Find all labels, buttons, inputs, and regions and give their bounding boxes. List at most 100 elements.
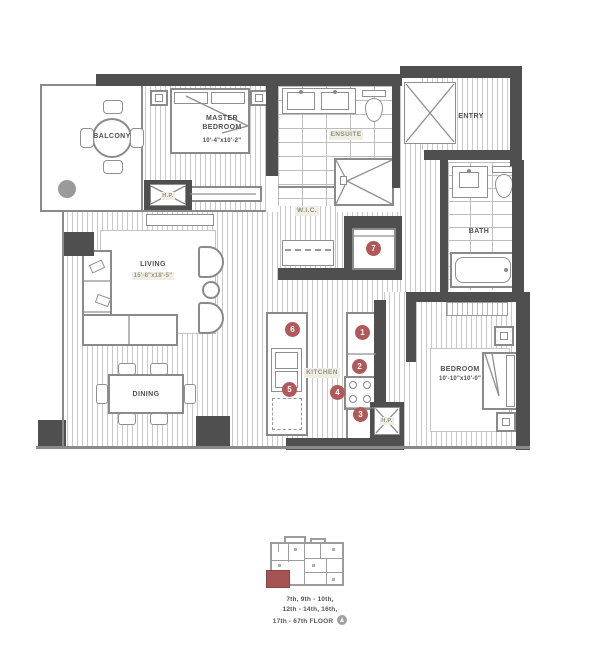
armchair xyxy=(198,302,224,334)
room-label-text: ENSUITE xyxy=(328,130,364,140)
room-dims-bedroom: 10'-10"x10'-0" xyxy=(419,376,501,382)
room-label-kitchen: KITCHEN xyxy=(286,368,358,378)
keyplan-unit-dot xyxy=(312,564,315,567)
wall-bottom-thin xyxy=(36,446,530,449)
bedroom-lamp xyxy=(502,418,510,426)
tv-console xyxy=(146,214,214,226)
floor-availability-line: 7th, 9th - 10th, xyxy=(286,596,334,603)
keyplan-wall xyxy=(304,558,344,559)
dining-chair xyxy=(184,384,196,404)
master-pillow xyxy=(211,92,245,104)
burner xyxy=(363,381,371,389)
wall-ensuite-corridor xyxy=(392,86,400,188)
shower-drain xyxy=(340,176,347,185)
room-label-text: BATH xyxy=(468,228,490,235)
hp-label-text: H.P. xyxy=(161,192,175,200)
floor-availability: 7th, 9th - 10th, 12th - 14th, 16th, 17th… xyxy=(238,595,382,627)
ensuite-sink xyxy=(321,92,349,110)
burner xyxy=(349,381,357,389)
room-label-bedroom: BEDROOM xyxy=(425,365,495,374)
wall-left-window xyxy=(62,212,64,448)
wall-top xyxy=(96,74,402,86)
master-lamp xyxy=(255,94,263,102)
room-label-text: KITCHEN xyxy=(304,368,340,378)
faucet-dot xyxy=(299,90,303,94)
master-pillow xyxy=(174,92,208,104)
keyplan-unit-dot xyxy=(332,578,335,581)
wall-bedroom-left xyxy=(406,292,416,362)
bedroom-closet-shelf xyxy=(446,302,508,316)
wall-master-ensuite xyxy=(266,86,278,176)
keyplan-unit-dot xyxy=(294,548,297,551)
room-label-living: LIVING xyxy=(118,260,188,269)
wall-entry-bath-sep xyxy=(424,150,522,160)
room-label-text: LIVING xyxy=(140,261,166,268)
keyplan-wall xyxy=(320,542,321,558)
room-label-entry: ENTRY xyxy=(436,112,506,121)
kitchen-sink-basin xyxy=(275,352,298,369)
burner xyxy=(349,395,357,403)
appliance-marker-1: 1 xyxy=(355,325,370,340)
wall-master-living-sep xyxy=(64,210,266,212)
room-dims-text: 10'-4"x10'-2" xyxy=(202,138,242,144)
appliance-marker-4: 4 xyxy=(330,385,345,400)
floor-availability-line: 12th - 14th, 16th, xyxy=(282,606,338,613)
keyplan-wall xyxy=(326,558,327,586)
dining-chair xyxy=(96,384,108,404)
room-dims-text: 10'-10"x10'-0" xyxy=(438,376,482,382)
balcony-chair xyxy=(103,100,123,114)
ensuite-toilet-bowl xyxy=(365,98,383,122)
tub-faucet-dot xyxy=(504,268,508,272)
keyplan-unit-dot xyxy=(332,548,335,551)
keyplan-outline xyxy=(270,542,344,586)
faucet-dot xyxy=(333,90,337,94)
hp1-label: H.P. xyxy=(150,191,186,200)
wall-right-upper xyxy=(510,66,522,166)
wall-kitchen-right xyxy=(374,300,386,404)
wall-bath-left xyxy=(440,160,448,292)
room-label-master-bedroom: MASTER BEDROOM xyxy=(192,114,252,132)
wall-right-bath xyxy=(512,160,524,292)
keyplan-highlighted-unit xyxy=(266,570,290,588)
room-label-text: DINING xyxy=(132,391,160,398)
room-label-ensuite: ENSUITE xyxy=(306,130,386,140)
appliance-marker-6: 6 xyxy=(285,322,300,337)
keyplan-tab xyxy=(310,538,326,544)
keyplan-wall xyxy=(270,560,304,561)
dining-chair xyxy=(150,363,168,375)
room-label-text: W.I.C. xyxy=(294,206,320,216)
balcony-planter xyxy=(58,180,76,198)
balcony-chair xyxy=(130,128,144,148)
room-dims-text: 15'-8"x18'-5" xyxy=(131,272,175,280)
bath-vanity xyxy=(452,166,488,198)
room-label-dining: DINING xyxy=(111,390,181,399)
burner xyxy=(363,395,371,403)
wic-closet-rod xyxy=(285,249,331,251)
keyplan-wall xyxy=(304,542,305,586)
dining-chair xyxy=(150,413,168,425)
keyplan-wall xyxy=(304,572,344,573)
balcony-chair xyxy=(80,128,94,148)
balcony-chair xyxy=(103,160,123,174)
appliance-marker-5: 5 xyxy=(282,382,297,397)
room-label-bath: BATH xyxy=(444,227,514,236)
room-label-balcony: BALCONY xyxy=(77,132,147,141)
bath-sink xyxy=(459,172,479,188)
room-label-text: ENTRY xyxy=(458,113,484,120)
bathtub-inner xyxy=(455,257,511,283)
key-plan xyxy=(264,534,356,592)
floor-availability-text: 17th - 67th FLOOR xyxy=(272,618,334,625)
dining-chair xyxy=(118,363,136,375)
master-lamp xyxy=(155,94,163,102)
sofa-section-horizontal xyxy=(82,314,178,346)
column-bottom-left xyxy=(38,420,66,448)
hp-label-text: H.P. xyxy=(380,417,394,425)
room-dims-living: 15'-8"x18'-5" xyxy=(110,272,196,280)
dining-chair xyxy=(118,413,136,425)
appliance-marker-3: 3 xyxy=(353,407,368,422)
dishwasher-dashed xyxy=(272,398,302,430)
room-label-text: BALCONY xyxy=(93,133,131,140)
ensuite-toilet-tank xyxy=(362,90,386,97)
